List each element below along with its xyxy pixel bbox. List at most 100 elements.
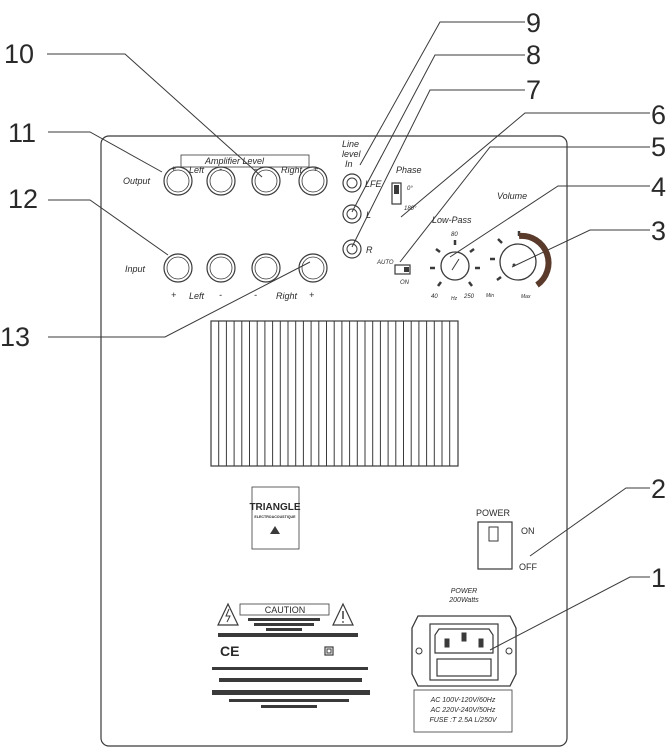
caution-text: CAUTION (265, 605, 306, 615)
caution-label: CAUTION (217, 602, 358, 637)
input-right-label: Right (276, 291, 298, 301)
amplifier-level-label: Amplifier Level (204, 156, 265, 166)
low-pass-80-label: 80 (451, 232, 458, 238)
low-pass-hz-label: Hz (451, 296, 458, 302)
callout-12: 12 (8, 184, 38, 214)
phase-label: Phase (396, 165, 422, 175)
callout-7: 7 (526, 75, 541, 105)
low-pass-250-label: 250 (463, 294, 475, 300)
input-minus-left: - (219, 290, 222, 300)
leader-11 (48, 131, 163, 173)
line-level-label-2: level (342, 149, 362, 159)
regulatory-text-lines (212, 667, 370, 708)
output-terminal-left-minus (206, 166, 236, 196)
input-terminal-left-minus (206, 253, 236, 283)
low-pass-40-label: 40 (431, 294, 438, 300)
leader-2 (529, 487, 650, 557)
line-in-label: In (345, 159, 353, 169)
low-pass-knob-pointer (451, 258, 460, 271)
auto-on-label: ON (400, 280, 410, 286)
power-inlet-flange (411, 615, 517, 687)
output-minus-left: - (219, 164, 222, 174)
auto-on-switch-lever (404, 267, 409, 272)
auto-on-switch (394, 264, 411, 275)
volume-label: Volume (497, 191, 527, 201)
spec-line-1: AC 100V-120V/60Hz (430, 697, 496, 704)
volume-range-arc (518, 232, 552, 288)
brand-logo-title: TRIANGLE (249, 502, 300, 513)
phase-switch (391, 182, 402, 205)
callout-1: 1 (651, 563, 666, 593)
leader-4 (449, 185, 650, 258)
output-label: Output (123, 176, 151, 186)
spec-label (413, 689, 513, 733)
input-plus-right: + (309, 290, 314, 300)
volume-scale-ticks (490, 231, 521, 281)
output-terminal-right-minus (251, 166, 281, 196)
input-plus-left: + (171, 290, 176, 300)
amplifier-level-frame (180, 154, 310, 168)
leader-12 (48, 199, 169, 256)
callout-10: 10 (4, 39, 34, 69)
leader-13 (48, 261, 311, 338)
ce-mark: CE (220, 643, 239, 659)
output-right-label: Right (281, 165, 303, 175)
power-watts-label: 200Watts (448, 597, 479, 604)
power-off-label: OFF (519, 562, 537, 572)
output-minus-right: - (254, 164, 257, 174)
r-label: R (366, 245, 373, 255)
brand-logo-icon (270, 526, 280, 534)
input-left-label: Left (189, 291, 205, 301)
exclamation-warning-icon (332, 602, 354, 626)
output-terminal-right-plus (298, 166, 328, 196)
callout-5: 5 (651, 132, 666, 162)
fuse-holder (436, 658, 492, 677)
rca-lfe (342, 173, 362, 193)
input-minus-right: - (254, 290, 257, 300)
spec-line-3: FUSE :T 2.5A L/250V (429, 717, 497, 724)
l-label: L (366, 210, 371, 220)
callout-13: 13 (0, 322, 30, 352)
caution-header-frame (239, 603, 330, 616)
callout-9: 9 (526, 8, 541, 38)
spec-line-2: AC 220V-240V/50Hz (430, 707, 496, 714)
speaker-terminals (163, 166, 328, 283)
callout-6: 6 (651, 100, 666, 130)
low-pass-label: Low-Pass (432, 215, 472, 225)
power-inlet (411, 615, 517, 687)
output-terminal-left-plus (163, 166, 193, 196)
callout-3: 3 (651, 216, 666, 246)
power-rating-label: POWER (451, 588, 477, 595)
phase-180-label: 180° (404, 206, 417, 212)
heatsink-fins (218, 321, 451, 466)
output-left-label: Left (189, 165, 205, 175)
volume-knob-dot (512, 263, 516, 267)
leader-5 (399, 146, 650, 263)
double-insulation-icon (324, 646, 334, 656)
input-terminal-right-plus (298, 253, 328, 283)
output-plus-left: + (171, 164, 176, 174)
leader-9 (359, 21, 525, 166)
lightning-warning-icon (217, 602, 239, 626)
phase-switch-lever (394, 185, 399, 194)
input-terminal-right-minus (251, 253, 281, 283)
lfe-label: LFE (365, 179, 383, 189)
output-plus-right: + (313, 164, 318, 174)
volume-knob (499, 243, 537, 281)
callout-4: 4 (651, 172, 666, 202)
input-terminal-left-plus (163, 253, 193, 283)
callout-2: 2 (651, 474, 666, 504)
power-switch-label: POWER (476, 508, 511, 518)
leader-8 (351, 54, 525, 213)
input-label: Input (125, 264, 146, 274)
power-switch-rocker (488, 526, 499, 542)
phase-0-label: 0° (407, 186, 413, 192)
rca-r (342, 239, 362, 259)
leader-10 (47, 53, 263, 178)
iec-socket (429, 623, 499, 681)
panel-outline (100, 135, 568, 747)
auto-label: AUTO (376, 260, 394, 266)
leader-7 (351, 89, 525, 248)
leader-1 (489, 576, 650, 651)
low-pass-knob (440, 251, 470, 281)
